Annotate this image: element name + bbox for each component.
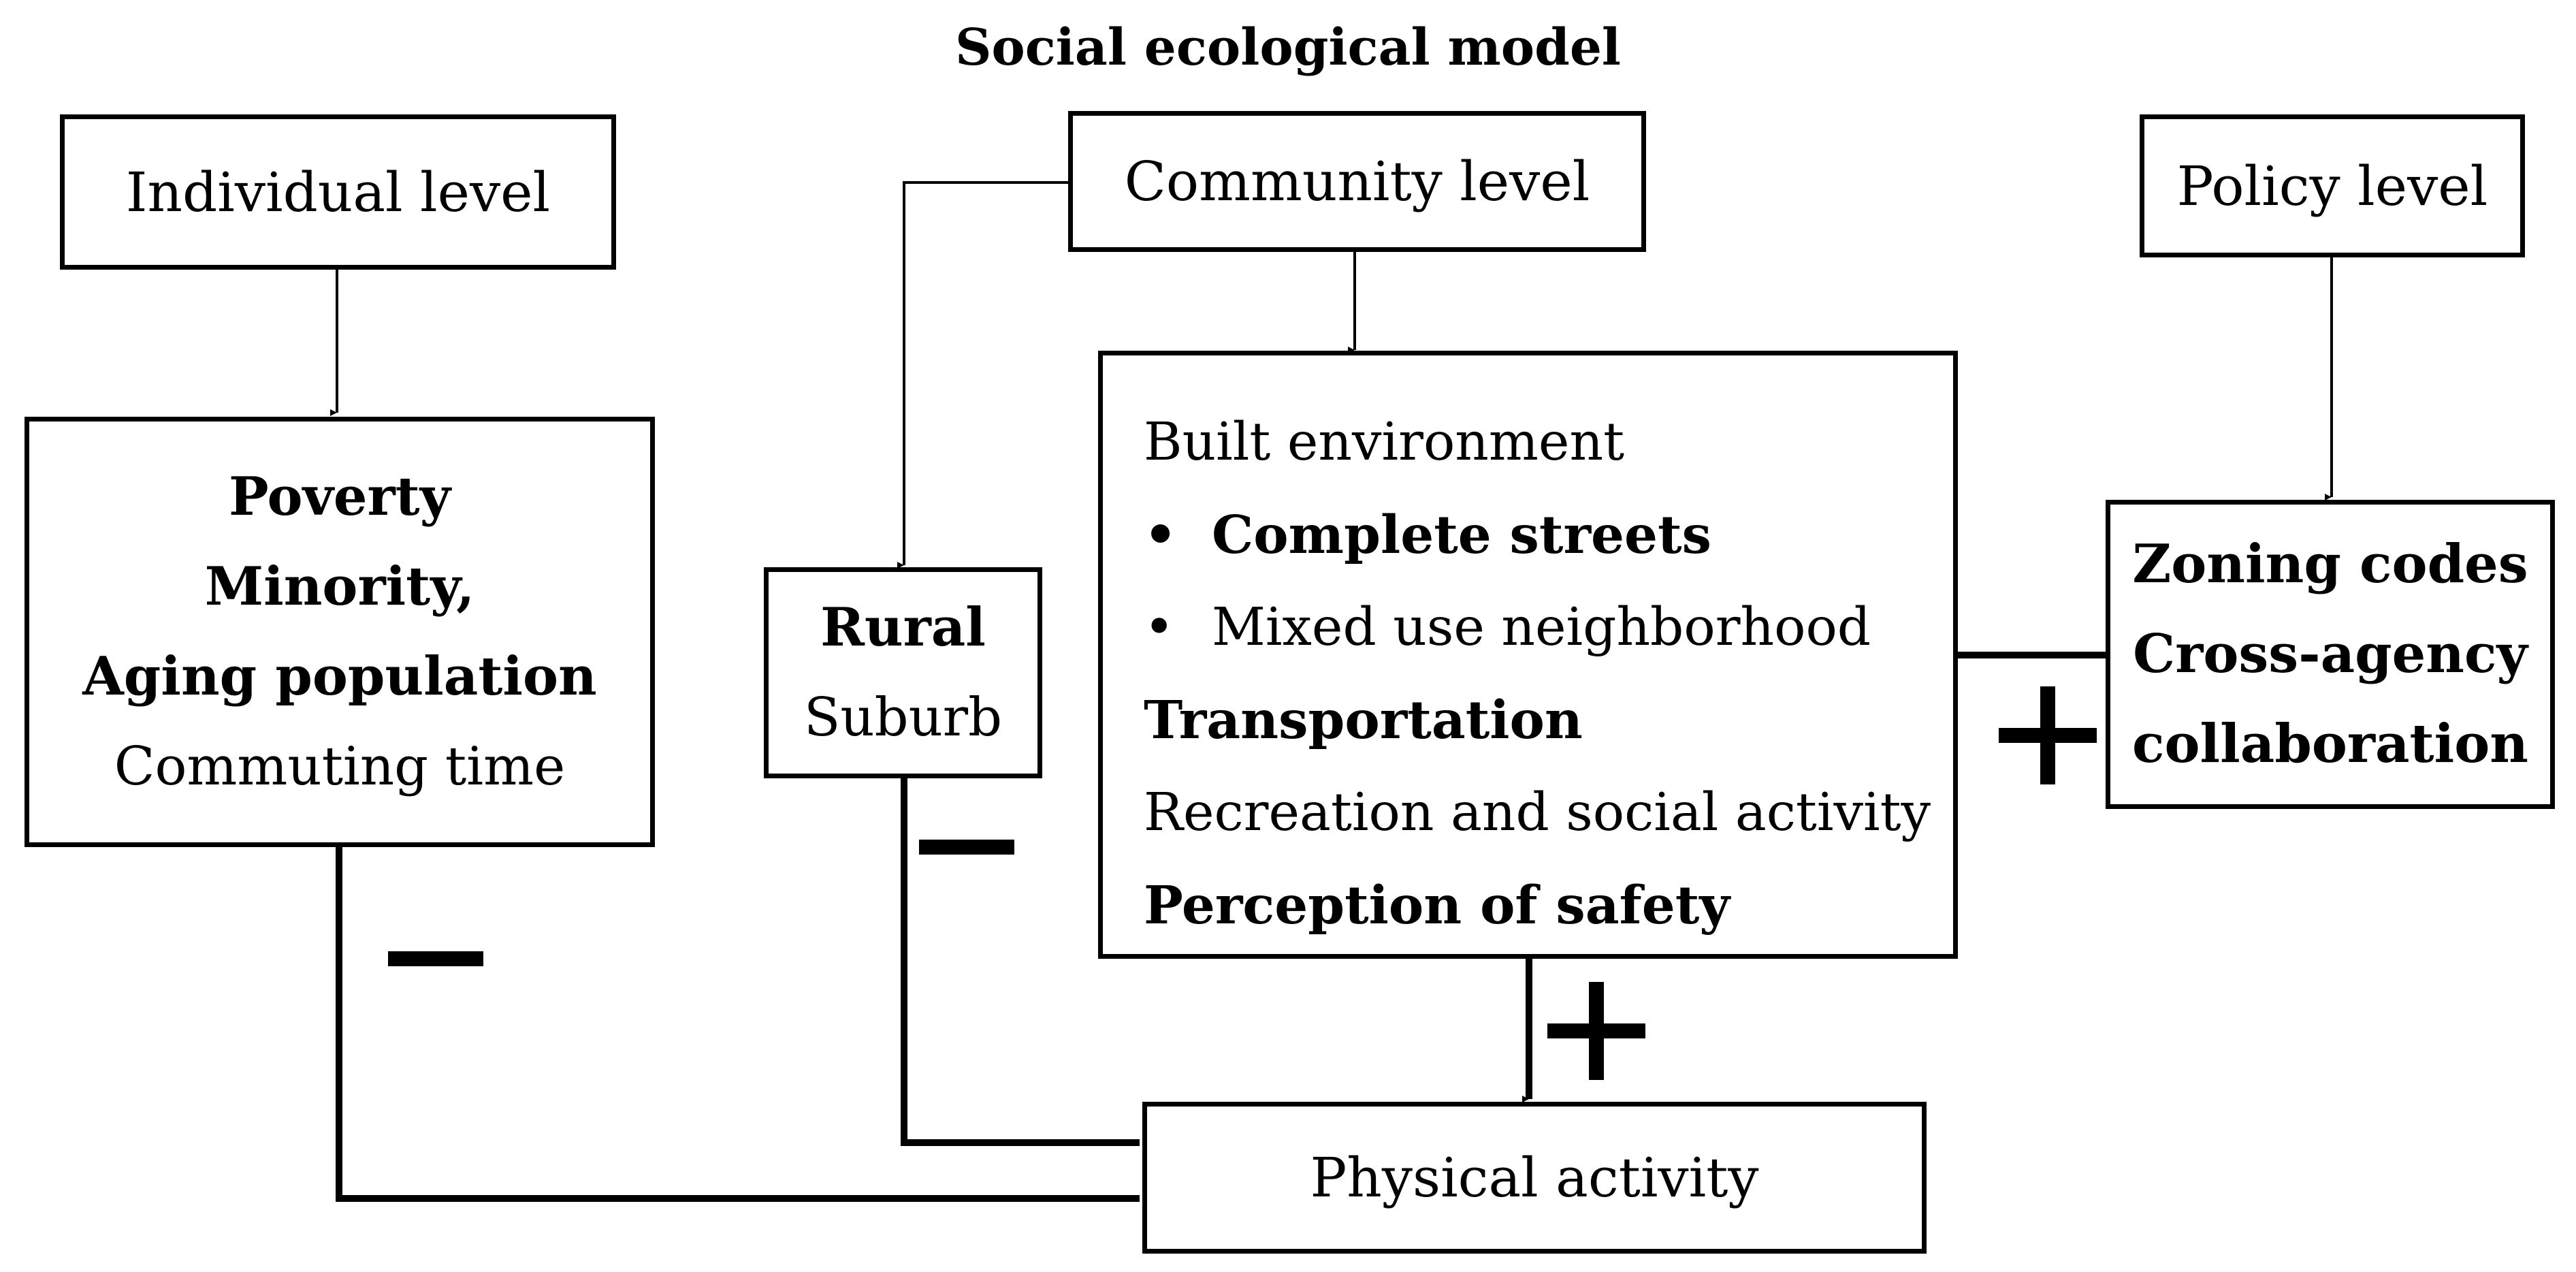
factor-aging-population: Aging population <box>82 646 597 707</box>
policy-collaboration: collaboration <box>2132 713 2528 775</box>
factor-minority: Minority, <box>204 556 475 618</box>
community-level-label: Community level <box>1124 150 1590 213</box>
factor-poverty: Poverty <box>229 466 451 528</box>
policy-level-label: Policy level <box>2176 154 2488 218</box>
transportation-label: Transportation <box>1144 690 1583 751</box>
location-suburb: Suburb <box>803 687 1003 748</box>
bullet-complete-streets-text: Complete streets <box>1212 505 1711 566</box>
built-environment-box: Built environment • Complete streets • M… <box>1098 351 1958 959</box>
plus-bar-vertical <box>2040 686 2055 784</box>
arrow-individual-factors-to-activity <box>336 847 1140 1202</box>
minus-sign-location <box>919 840 1014 855</box>
individual-level-label: Individual level <box>125 160 551 224</box>
bullet-mixed-use-neighborhood: • Mixed use neighborhood <box>1144 582 1953 674</box>
policy-zoning-codes: Zoning codes <box>2132 533 2528 595</box>
arrow-location-to-activity <box>901 778 1140 1146</box>
policy-cross-agency: Cross-agency <box>2133 623 2528 685</box>
physical-activity-label: Physical activity <box>1310 1146 1759 1209</box>
policy-level-box: Policy level <box>2140 114 2525 257</box>
built-environment-heading: Built environment <box>1144 412 1625 473</box>
policy-factors-box: Zoning codes Cross-agency collaboration <box>2106 500 2555 809</box>
individual-level-box: Individual level <box>60 114 616 270</box>
factor-commuting-time: Commuting time <box>114 736 566 797</box>
bullet-complete-streets: • Complete streets <box>1144 489 1953 582</box>
individual-factors-box: Poverty Minority, Aging population Commu… <box>25 417 655 847</box>
arrow-community-level-to-location <box>897 181 1072 569</box>
bullet-mixed-use-text: Mixed use neighborhood <box>1212 597 1871 658</box>
diagram-title: Social ecological model <box>954 18 1622 77</box>
plus-bar-vertical <box>1589 982 1604 1080</box>
plus-sign-policy <box>1999 686 2097 784</box>
bullet-glyph: • <box>1144 505 1178 566</box>
community-level-box: Community level <box>1068 111 1646 252</box>
recreation-label: Recreation and social activity <box>1144 782 1931 843</box>
plus-sign-built-environment <box>1547 982 1645 1080</box>
bullet-glyph: • <box>1144 597 1175 658</box>
location-box: Rural Suburb <box>764 567 1042 778</box>
physical-activity-box: Physical activity <box>1142 1102 1927 1254</box>
safety-label: Perception of safety <box>1144 875 1730 936</box>
location-rural: Rural <box>820 597 986 658</box>
minus-sign-individual <box>388 951 483 966</box>
